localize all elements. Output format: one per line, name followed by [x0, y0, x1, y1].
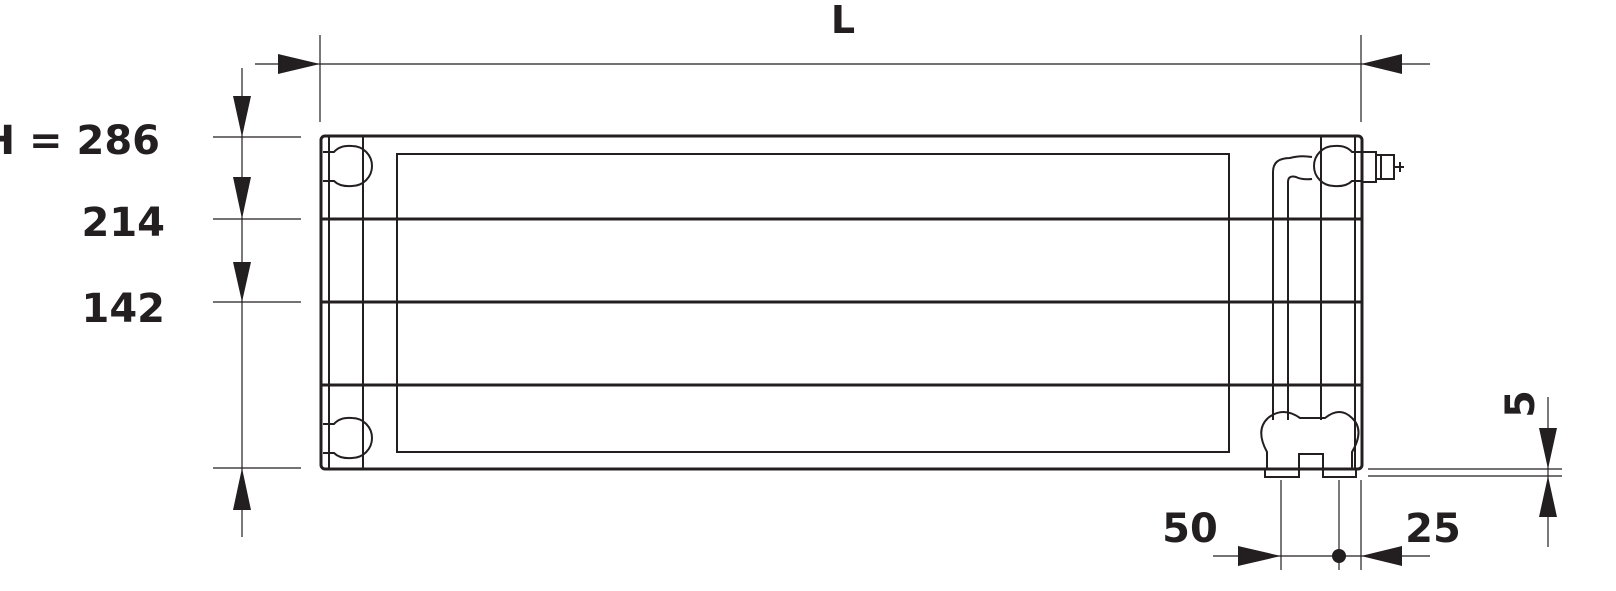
arrow-left-icon — [1361, 54, 1402, 74]
height-dimensions: H = 286 214 142 — [0, 68, 301, 537]
floor-gap-dimension: 5 — [1368, 390, 1562, 547]
connection-dimensions: 50 25 — [1162, 480, 1461, 570]
arrow-up-icon — [1539, 476, 1557, 517]
radiator-body — [319, 134, 1404, 478]
dim-214-label: 214 — [82, 200, 166, 246]
arrow-left-icon — [1361, 546, 1402, 566]
arrow-right-icon — [278, 54, 320, 74]
length-dimension: L — [255, 0, 1430, 122]
center-dot-icon — [1332, 549, 1346, 563]
dim-142-label: 142 — [82, 286, 166, 332]
dim-5-label: 5 — [1498, 390, 1544, 418]
valve-icon — [1361, 151, 1404, 183]
length-label: L — [831, 0, 855, 42]
arrow-down-icon — [1539, 428, 1557, 469]
arrow-up-icon — [233, 468, 251, 510]
arrow-down-icon — [233, 262, 251, 302]
dim-25-label: 25 — [1405, 506, 1461, 552]
arrow-right-icon — [1238, 546, 1281, 566]
dim-50-label: 50 — [1162, 506, 1218, 552]
arrow-down-icon — [233, 96, 251, 137]
height-label: H = 286 — [0, 118, 160, 164]
arrow-down-icon — [233, 177, 251, 219]
